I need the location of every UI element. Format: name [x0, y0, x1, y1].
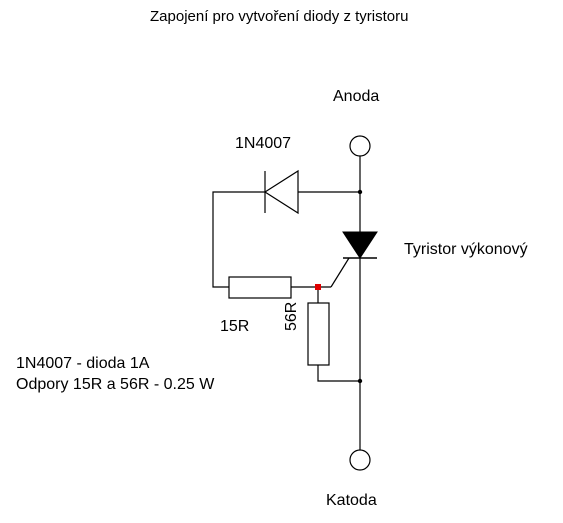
junction-highlight-square [315, 284, 321, 290]
cathode-terminal [349, 449, 371, 471]
diagram-title: Zapojení pro vytvoření diody z tyristoru [150, 8, 409, 25]
resistor-56r-label: 56R [283, 301, 300, 331]
junction-dot-top [357, 189, 363, 195]
resistor-56r [307, 302, 330, 366]
thyristor-symbol [342, 231, 378, 259]
anode-label: Anoda [333, 88, 380, 105]
cathode-label: Katoda [326, 492, 377, 509]
diode-symbol [263, 169, 299, 215]
resistor-15r-label: 15R [220, 318, 250, 335]
note-line: Odpory 15R a 56R - 0.25 W [16, 376, 215, 393]
diode-label: 1N4007 [235, 135, 292, 152]
gate-lead [330, 257, 350, 288]
shunt-bottom-wire [317, 365, 360, 382]
component-notes: 1N4007 - dioda 1A Odpory 15R a 56R - 0.2… [16, 353, 214, 395]
note-line: 1N4007 - dioda 1A [16, 355, 150, 372]
junction-dot-bottom [357, 378, 363, 384]
thyristor-label: Tyristor výkonový [404, 241, 528, 258]
anode-terminal [349, 135, 371, 157]
left-loop-wire [212, 191, 265, 288]
